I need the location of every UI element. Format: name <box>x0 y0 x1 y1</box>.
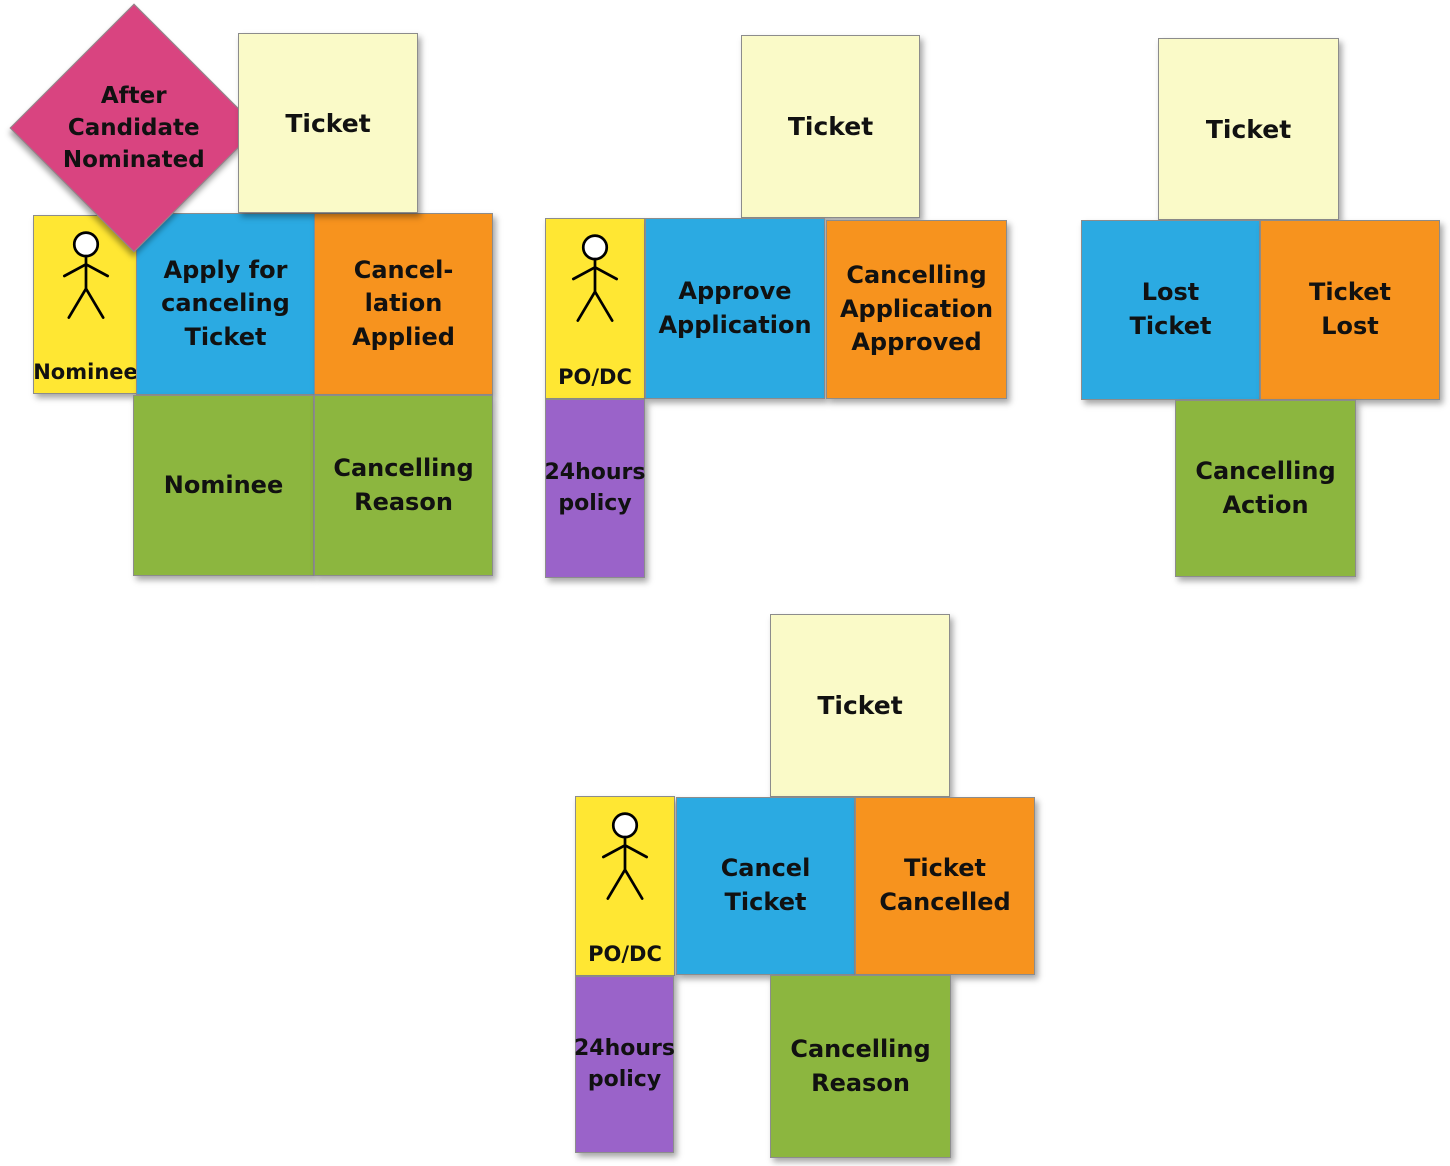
actor-name-label: Nominee <box>33 359 138 384</box>
note-label: Ticket <box>817 691 903 720</box>
note-label: Cancelling Reason <box>333 453 474 516</box>
note-label: Cancelling Action <box>1195 456 1336 519</box>
data-note-cancelling-reason-2: Cancelling Reason <box>770 975 951 1158</box>
note-label: Ticket <box>787 112 874 141</box>
note-label: Apply for canceling Ticket <box>161 255 290 351</box>
event-note-cancellation-applied: Cancel- lation Applied <box>314 213 493 395</box>
data-note-cancelling-action: Cancelling Action <box>1175 400 1356 577</box>
actor-note-nominee: Nominee <box>33 215 138 394</box>
note-label: Lost Ticket <box>1129 278 1212 340</box>
command-note-cancel-ticket: Cancel Ticket <box>676 797 855 975</box>
note-label: Approve Application <box>658 276 812 339</box>
ticket-note-lost: Ticket <box>1158 38 1339 220</box>
stick-figure-icon <box>571 234 619 322</box>
event-note-ticket-lost: Ticket Lost <box>1260 220 1440 400</box>
policy-note-24hours: 24hours policy <box>544 399 646 578</box>
note-label: Ticket Lost <box>1309 278 1391 340</box>
note-label: 24hours policy <box>574 1035 675 1092</box>
note-label: Cancel Ticket <box>720 854 811 916</box>
event-note-cancelling-application-approved: Cancelling Application Approved <box>826 220 1007 399</box>
actor-name-label: PO/DC <box>588 941 662 966</box>
note-label: Cancelling Application Approved <box>839 261 994 357</box>
note-label: 24hours policy <box>544 459 646 516</box>
command-note-apply-for-canceling-ticket: Apply for canceling Ticket <box>136 213 315 395</box>
note-label: After Candidate Nominated <box>63 82 205 174</box>
note-label: Nominee <box>163 470 284 499</box>
stick-figure-icon <box>62 231 109 319</box>
ticket-note-apply: Ticket <box>238 33 418 213</box>
policy-note-24hours-2: 24hours policy <box>574 976 675 1153</box>
command-note-lost-ticket: Lost Ticket <box>1081 220 1260 400</box>
event-note-ticket-cancelled: Ticket Cancelled <box>855 797 1035 975</box>
note-label: Ticket <box>1205 114 1292 144</box>
actor-name-label: PO/DC <box>558 364 632 389</box>
actor-note-po-dc: PO/DC <box>545 218 645 399</box>
note-label: Ticket Cancelled <box>879 854 1011 916</box>
command-note-approve-application: Approve Application <box>645 218 825 399</box>
data-note-cancelling-reason: Cancelling Reason <box>314 395 493 576</box>
ticket-note-approve: Ticket <box>741 35 920 218</box>
note-label: Cancelling Reason <box>790 1034 931 1097</box>
stick-figure-icon <box>601 812 649 900</box>
actor-note-po-dc-2: PO/DC <box>575 796 675 976</box>
data-note-nominee: Nominee <box>133 395 314 576</box>
ticket-note-cancel: Ticket <box>770 614 950 797</box>
note-label: Ticket <box>285 108 371 138</box>
note-label: Cancel- lation Applied <box>352 255 455 351</box>
